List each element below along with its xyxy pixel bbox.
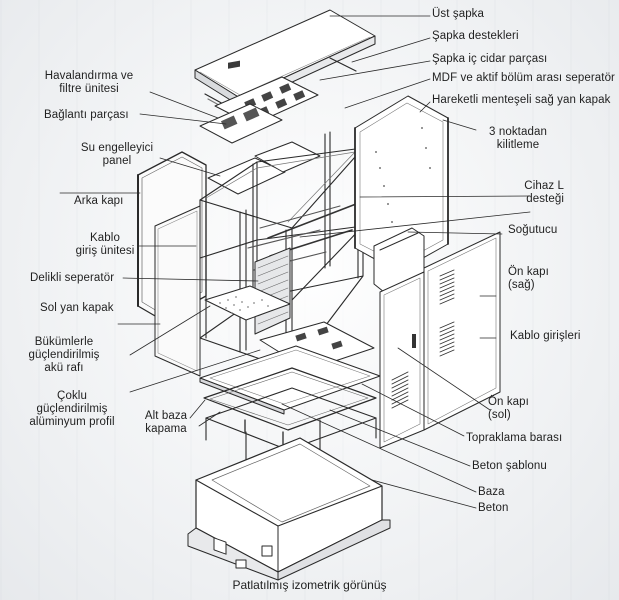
concrete-base-part [187, 437, 391, 581]
label-concrete: Beton [478, 502, 509, 514]
base-cover-part [199, 345, 381, 415]
label-cooler: Soğutucu [508, 224, 558, 236]
label-connection-piece: Bağlantı parçası [44, 109, 129, 121]
leader-lines-left [59, 91, 261, 427]
figure-caption: Patlatılmış izometrik görünüş [232, 578, 387, 592]
label-front-door-right: Ön kapı(sağ) [508, 266, 549, 291]
left-side-panel-part [154, 205, 201, 377]
connection-piece-part [199, 103, 283, 144]
water-panel-part [207, 141, 321, 195]
front-door-right-part [423, 231, 501, 431]
label-cable-entries: Kablo girişleri [510, 330, 581, 342]
label-base: Baza [478, 486, 505, 498]
cable-entry-plate-part [259, 321, 375, 371]
label-mdf-separator: MDF ve aktif bölüm arası seperatör [432, 72, 615, 84]
front-door-left-part [379, 271, 425, 449]
label-right-side-panel: Hareketli menteşeli sağ yan kapak [432, 94, 611, 106]
label-concrete-template: Beton şablonu [472, 460, 547, 472]
label-left-side-panel: Sol yan kapak [40, 302, 114, 314]
right-side-panel-part [354, 95, 449, 273]
label-top-hat: Üst şapka [432, 8, 485, 20]
aluminium-profile-part [203, 367, 377, 445]
label-hat-supports: Şapka destekleri [432, 30, 519, 42]
label-front-door-left: Ön kapı(sol) [488, 396, 529, 421]
battery-shelf-part [204, 285, 291, 321]
label-back-door: Arka kapı [74, 195, 124, 207]
leader-lines [281, 15, 531, 509]
label-hat-inner-wall: Şapka iç cidar parçası [432, 53, 548, 65]
label-perforated-separator: Delikli seperatör [30, 272, 115, 284]
label-grounding-bar: Topraklama barası [466, 432, 563, 444]
